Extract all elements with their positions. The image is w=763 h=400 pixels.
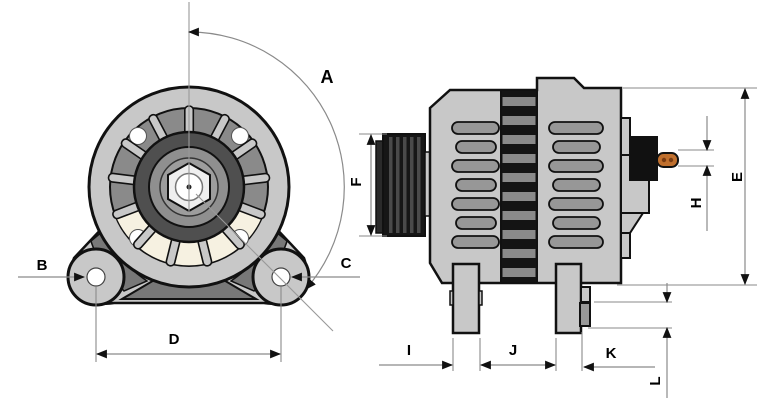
dim-label-d: D bbox=[169, 331, 180, 348]
dim-label-l: L bbox=[647, 376, 664, 385]
vent-slot bbox=[548, 235, 604, 249]
vent-slot bbox=[451, 235, 500, 249]
front-vent-slots bbox=[451, 121, 500, 249]
dim-i: I bbox=[379, 338, 454, 371]
dim-label-i: I bbox=[407, 342, 411, 359]
dim-k: K bbox=[581, 332, 655, 372]
dim-label-h: H bbox=[688, 198, 705, 209]
stud-thread-dot bbox=[661, 157, 667, 163]
dim-e: E bbox=[617, 87, 757, 286]
rear-vent-slots bbox=[548, 121, 604, 249]
dim-j: J bbox=[479, 338, 557, 371]
rear-step-chamfer bbox=[620, 212, 645, 234]
dim-label-k: K bbox=[606, 345, 617, 362]
stud-thread-dot bbox=[668, 157, 674, 163]
terminal-block bbox=[629, 136, 658, 181]
pulley-flange bbox=[375, 140, 384, 234]
dim-label-f: F bbox=[348, 177, 365, 186]
rear-foot bbox=[554, 262, 583, 335]
dim-l: L bbox=[588, 283, 672, 398]
dim-label-e: E bbox=[729, 172, 746, 182]
front-view: A B C D bbox=[18, 2, 360, 362]
vent-slot bbox=[548, 121, 604, 135]
vent-slot bbox=[552, 178, 601, 192]
dim-label-c: C bbox=[341, 255, 352, 272]
vent-slot bbox=[455, 140, 497, 154]
vent-slot bbox=[455, 216, 497, 230]
vent-slot bbox=[552, 140, 601, 154]
rear-lug-tab bbox=[579, 302, 591, 327]
dim-label-j: J bbox=[509, 342, 517, 359]
vent-slot bbox=[552, 216, 601, 230]
side-view: F E H L I bbox=[348, 76, 757, 398]
dim-label-a: A bbox=[321, 67, 334, 87]
vent-slot bbox=[548, 159, 604, 173]
front-foot-tab-left bbox=[449, 290, 454, 306]
vent-slot bbox=[451, 197, 500, 211]
terminal-stud bbox=[656, 152, 679, 168]
front-foot bbox=[451, 262, 481, 335]
ear-hole-left bbox=[86, 267, 106, 287]
ear-hole-right bbox=[271, 267, 291, 287]
vent-slot bbox=[451, 159, 500, 173]
vent-slot bbox=[455, 178, 497, 192]
angle-arc bbox=[187, 27, 345, 290]
front-foot-tab-right bbox=[478, 290, 483, 306]
rear-step-strip-bottom bbox=[620, 232, 631, 259]
dim-d: D bbox=[95, 287, 282, 362]
bolt-hole bbox=[129, 127, 147, 145]
vent-slot bbox=[548, 197, 604, 211]
dim-b: B bbox=[18, 257, 86, 282]
stator-stripes bbox=[502, 97, 536, 277]
dim-c: C bbox=[290, 255, 360, 282]
vent-slot bbox=[451, 121, 500, 135]
dim-label-b: B bbox=[37, 257, 48, 274]
dim-f: F bbox=[348, 133, 387, 237]
pulley-ribs bbox=[389, 137, 421, 233]
dim-h: H bbox=[678, 116, 714, 231]
rear-foot-tab-upper bbox=[580, 286, 591, 303]
dim-a: A bbox=[187, 27, 345, 290]
